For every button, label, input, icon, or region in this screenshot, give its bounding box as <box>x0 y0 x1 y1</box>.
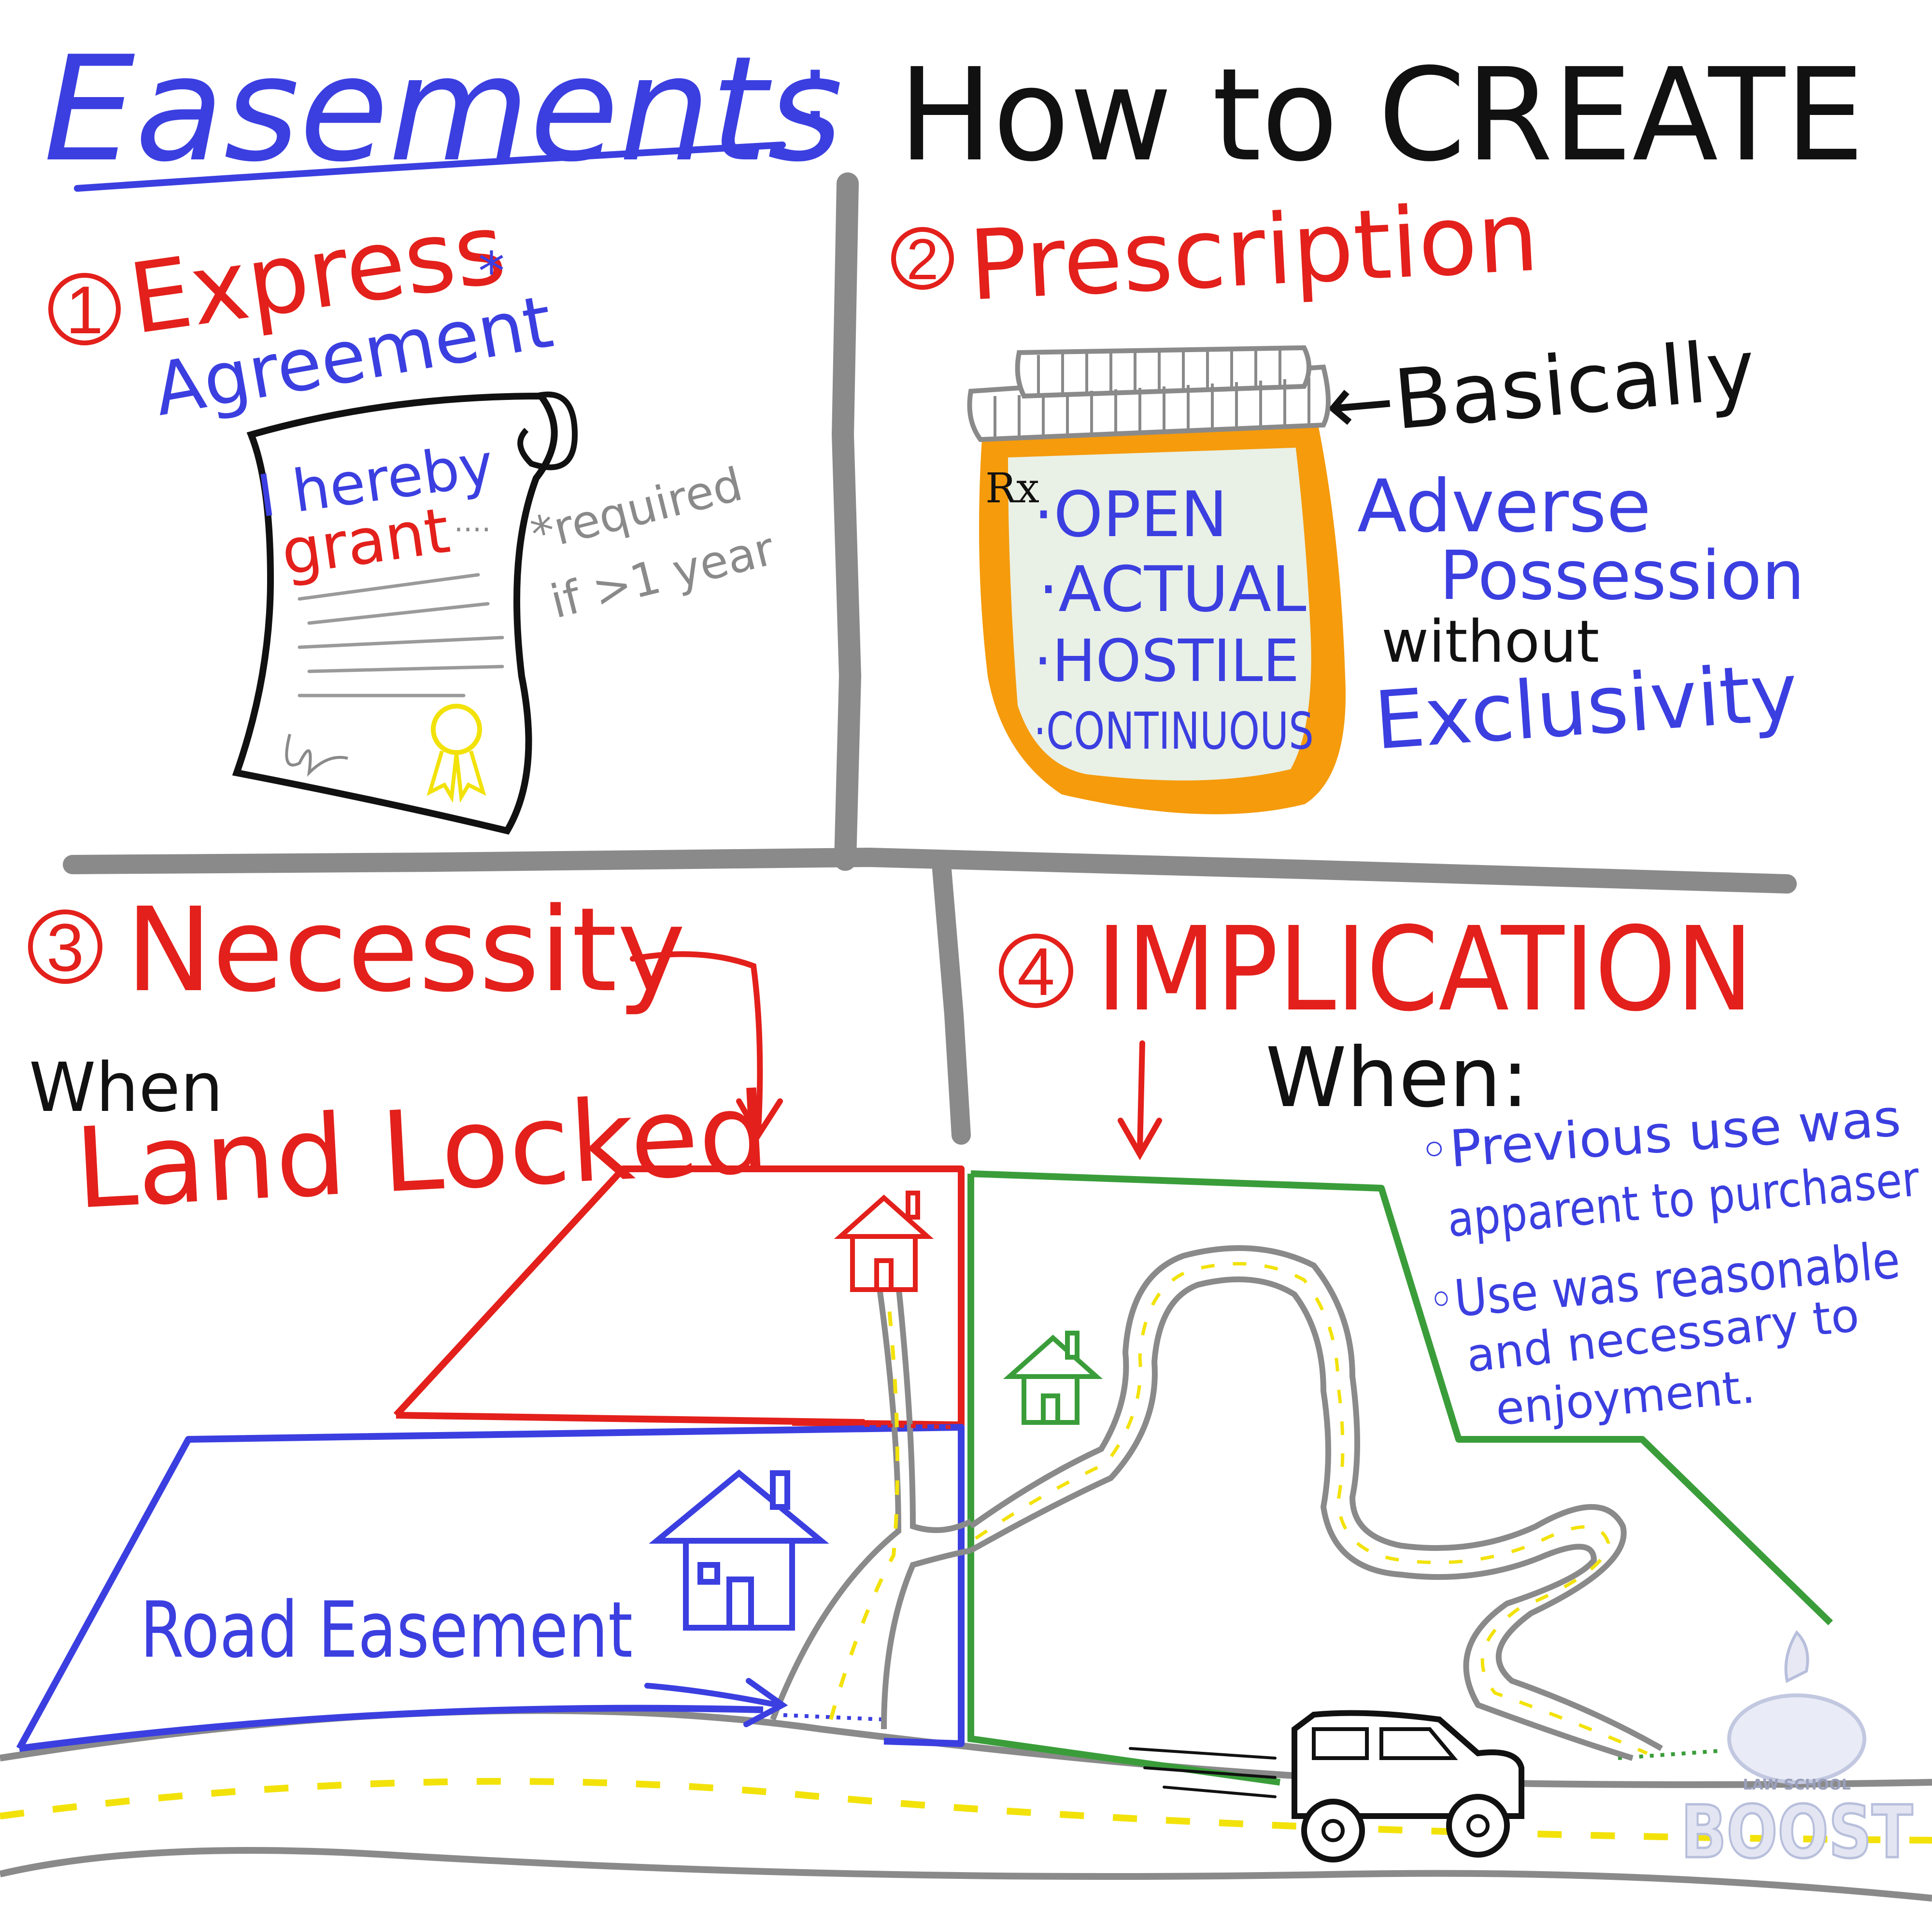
main-road-center-line <box>0 1778 1932 1844</box>
green-dotted-boundary <box>1618 1749 1720 1760</box>
scroll-seal-ribbon-icon <box>426 750 486 803</box>
parcel-landlocked-bottom <box>396 1412 865 1426</box>
quadrant-dividers <box>63 172 1797 1145</box>
implied-road-outer <box>969 1245 1663 1751</box>
logo-law-school: LAW SCHOOL <box>1743 1776 1850 1793</box>
road-easement-arrow <box>644 1683 781 1708</box>
logo-rocket-icon <box>1784 1630 1809 1683</box>
without-label: without <box>1381 609 1599 676</box>
implied-road-inner <box>969 1276 1634 1761</box>
necessity-heading: Necessity <box>126 882 686 1018</box>
item-hostile: ·HOSTILE <box>1034 628 1299 695</box>
necessity-arrow <box>630 951 763 1133</box>
main-road-fill <box>0 1710 1932 1898</box>
section-necessity: 3 Necessity When Land Locked <box>28 882 783 1234</box>
parcel-green-left-bottom <box>967 1174 1280 1786</box>
number-circle-2 <box>891 227 954 290</box>
title-how-to-create: How to CREATE <box>898 41 1864 190</box>
implication-arrow <box>1137 1040 1145 1152</box>
implication-arrow-head-icon <box>1118 1118 1162 1161</box>
road-easement-dotted-boundary <box>772 1713 884 1721</box>
logo-brain-icon <box>1727 1693 1866 1784</box>
divider-horizontal <box>63 847 1797 894</box>
scroll-seal-icon <box>431 704 482 755</box>
divider-vertical-top <box>831 172 862 871</box>
car-icon <box>1129 1710 1524 1862</box>
number-circle-1 <box>48 273 121 345</box>
implied-road-center-line <box>975 1262 1648 1755</box>
main-road-bottom-edge <box>0 1847 1932 1902</box>
section-prescription: 2 Prescription Rx ·OPEN ·ACTUAL ·HOSTILE… <box>891 180 1804 814</box>
house-red-icon <box>834 1191 934 1292</box>
land-map: Road Easement <box>0 1165 1932 1902</box>
item-open: ·OPEN <box>1034 478 1227 551</box>
easement-road-center-line <box>829 1304 899 1720</box>
road-easement-arrow-head-icon <box>743 1678 788 1727</box>
prescription-heading: Prescription <box>966 180 1541 322</box>
implication-when-label: When: <box>1265 1030 1529 1126</box>
parcel-servient-blue <box>16 1424 965 1750</box>
adverse-label: Adverse <box>1357 465 1651 549</box>
parcel-landlocked <box>393 1165 965 1428</box>
scroll-dots: .... <box>454 505 491 539</box>
title-colon: : <box>802 34 829 142</box>
title-easements: Easements <box>43 25 843 194</box>
number-3: 3 <box>46 909 84 985</box>
section-implication: 4 IMPLICATION When: ◦Previous use was ap… <box>999 902 1922 1436</box>
easement-road-left-edge <box>770 1282 972 1721</box>
parcel-blue-bottom <box>19 1705 764 1752</box>
scroll-curl <box>517 391 578 470</box>
logo-boost: BOOST <box>1681 1790 1913 1875</box>
when-label: When <box>29 1049 223 1127</box>
agreement-star: * <box>478 241 505 302</box>
law-school-boost-logo: LAW SCHOOL BOOST <box>1680 1630 1914 1876</box>
basically-label: ←Basically <box>1321 322 1759 455</box>
scroll-signature <box>285 734 348 777</box>
pill-bottle-label <box>1008 447 1311 781</box>
implication-heading: IMPLICATION <box>1096 902 1753 1037</box>
number-4: 4 <box>1017 934 1055 1009</box>
easement-road-right-edge <box>881 1548 972 1730</box>
necessity-arrow-head-icon <box>736 1098 783 1141</box>
easement-crossing-dotted <box>864 1423 957 1429</box>
section-express-agreement: 1 Express Agreement * I hereby grant ...… <box>48 192 780 835</box>
number-1: 1 <box>66 272 103 348</box>
possession-label: Possession <box>1439 537 1804 615</box>
pill-cap-ridges <box>994 350 1310 437</box>
divider-vertical-bottom <box>932 860 971 1145</box>
house-green-icon <box>1003 1331 1103 1425</box>
item-actual: ·ACTUAL <box>1038 553 1307 626</box>
road-easement-label: Road Easement <box>140 1585 633 1675</box>
title-underline <box>74 142 786 192</box>
number-circle-4 <box>999 934 1073 1008</box>
house-blue-icon <box>649 1469 829 1631</box>
item-continuous: ·CONTINUOUS <box>1034 702 1314 761</box>
number-2: 2 <box>907 227 939 292</box>
scroll-text-lines <box>298 573 504 697</box>
number-circle-3 <box>28 909 102 984</box>
parcel-implied-green <box>970 1170 1833 1626</box>
rx-symbol: Rx <box>985 465 1039 512</box>
